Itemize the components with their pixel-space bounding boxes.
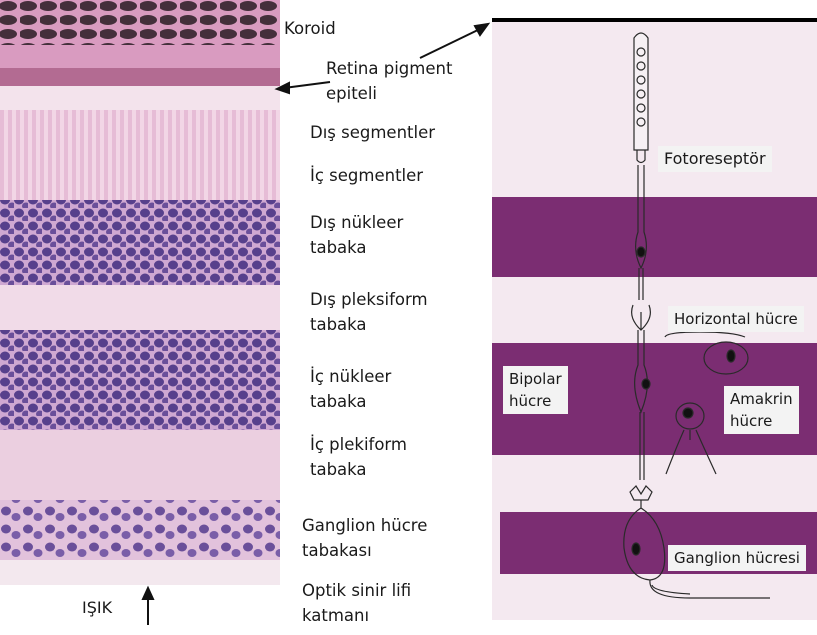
bipolar-cell-label: Bipolar hücre [503,366,568,414]
amacrine-cell-label: Amakrin hücre [724,386,799,434]
rpe-pointer-arrow [277,82,330,93]
choroid-pointer-arrow [420,24,488,58]
band-outer-nuclear [492,197,817,277]
horizontal-cell [704,342,748,374]
ganglion-cell-label: Ganglion hücresi [668,545,806,571]
horizontal-cell-label: Horizontal hücre [668,306,804,332]
light-arrow [143,588,153,625]
photoreceptor-label: Fotoreseptör [658,146,772,172]
